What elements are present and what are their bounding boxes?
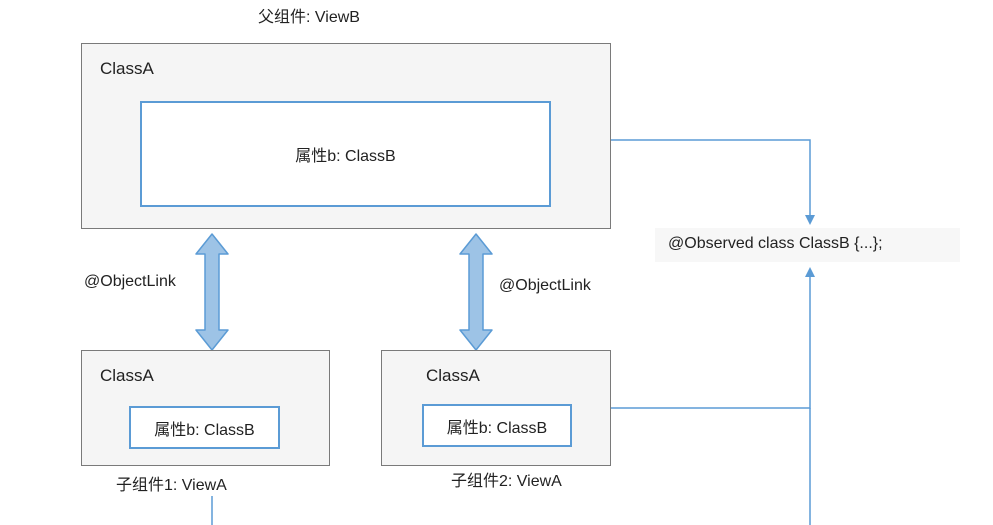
parent-property-label: 属性b: ClassB — [295, 148, 396, 165]
parent-classa-box: ClassA 属性b: ClassB — [81, 43, 611, 229]
child2-property-box: 属性b: ClassB — [422, 404, 572, 447]
observed-class-background — [655, 228, 960, 262]
parent-to-observed-line — [610, 139, 815, 225]
parent-component-caption: 父组件: ViewB — [258, 9, 360, 26]
child2-to-observed-line — [610, 267, 815, 409]
child1-component-caption: 子组件1: ViewA — [116, 477, 227, 494]
right-objectlink-double-arrow — [459, 233, 493, 351]
left-objectlink-double-arrow — [195, 233, 229, 351]
parent-class-label: ClassA — [100, 59, 154, 78]
parent-property-box: 属性b: ClassB — [140, 101, 551, 207]
child2-property-label: 属性b: ClassB — [446, 419, 548, 437]
child1-property-box: 属性b: ClassB — [129, 406, 280, 449]
right-objectlink-label: @ObjectLink — [499, 277, 591, 294]
observed-class-label: @Observed class ClassB {...}; — [668, 235, 883, 252]
left-objectlink-label: @ObjectLink — [84, 273, 176, 290]
child1-classa-box: ClassA 属性b: ClassB — [81, 350, 330, 466]
child1-property-label: 属性b: ClassB — [154, 421, 255, 439]
child2-component-caption: 子组件2: ViewA — [451, 473, 562, 490]
child2-class-label: ClassA — [426, 366, 480, 385]
child2-classa-box: ClassA 属性b: ClassB — [381, 350, 611, 466]
child1-class-label: ClassA — [100, 366, 154, 385]
